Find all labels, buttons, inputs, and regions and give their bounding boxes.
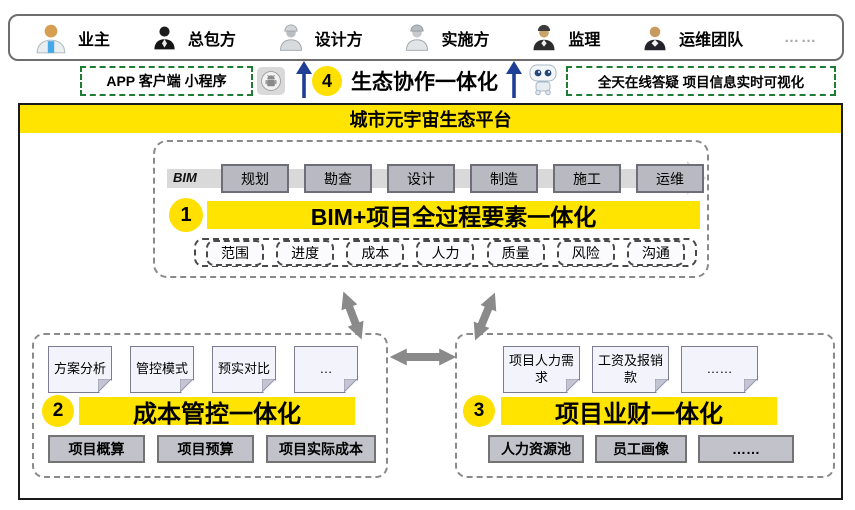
bim-process-section: BIM 规划 勘查 设计 制造 施工 运维 1 BIM+项目全过程要素一体化 范…: [153, 140, 709, 278]
step-badge-1: 1: [169, 198, 203, 232]
business-finance-section: 项目人力需求 工资及报销款 …… 3 项目业财一体化 人力资源池 员工画像 ……: [455, 333, 835, 478]
document-label: …: [319, 361, 333, 377]
finance-docs-row: 项目人力需求 工资及报销款 ……: [503, 346, 758, 393]
stakeholder-implementer: 实施方: [403, 23, 490, 52]
stakeholder-label: 运维团队: [679, 31, 744, 49]
stakeholder-label: 总包方: [187, 31, 236, 49]
element-pill: 成本: [346, 239, 405, 266]
step-badge-2: 2: [42, 395, 74, 427]
cost-control-section: 方案分析 管控模式 预实对比 … 2 成本管控一体化 项目概算 项目预算 项目实…: [32, 333, 388, 478]
step-badge-3: 3: [463, 395, 495, 427]
element-pill: 人力: [416, 239, 475, 266]
element-pill: 进度: [276, 239, 335, 266]
online-support-box: 全天在线答疑 项目信息实时可视化: [566, 66, 836, 96]
cost-section-title: 成本管控一体化: [79, 397, 355, 428]
bim-label: BIM: [173, 170, 197, 185]
phase-box: 运维: [636, 164, 704, 193]
document-card: 管控模式: [130, 346, 194, 393]
stakeholder-owner: 业主: [34, 21, 110, 55]
stakeholder-label: 设计方: [314, 31, 363, 49]
cost-docs-row: 方案分析 管控模式 预实对比 …: [48, 346, 358, 393]
stakeholder-label: 业主: [78, 31, 111, 49]
document-card: 方案分析: [48, 346, 112, 393]
app-android-icon: [257, 67, 285, 95]
designer-person-icon: [279, 23, 302, 51]
up-arrow-icon: [296, 61, 312, 98]
finance-boxes-row: 人力资源池 员工画像 ……: [488, 435, 794, 463]
phase-box: 制造: [470, 164, 538, 193]
folded-corner: [566, 379, 579, 392]
supervisor-person-icon: [533, 24, 555, 50]
document-label: ……: [706, 361, 733, 377]
app-channels-box: APP 客户端 小程序: [80, 66, 253, 96]
folded-corner: [262, 379, 275, 392]
document-card: 预实对比: [212, 346, 276, 393]
document-card: 项目人力需求: [503, 346, 580, 393]
stakeholder-label: 监理: [568, 31, 601, 49]
finance-box: 员工画像: [595, 435, 687, 463]
document-card: ……: [681, 346, 758, 393]
document-label: 方案分析: [53, 361, 106, 377]
up-arrow-icon: [506, 61, 522, 98]
implementer-person-icon: [406, 23, 429, 51]
stakeholder-label: 实施方: [441, 31, 490, 49]
document-label: 工资及报销款: [597, 353, 663, 385]
bim-section-title: BIM+项目全过程要素一体化: [207, 201, 700, 230]
cost-box: 项目预算: [157, 435, 254, 463]
cost-box: 项目实际成本: [266, 435, 376, 463]
element-pill: 风险: [556, 239, 615, 266]
phase-box: 设计: [387, 164, 455, 193]
folded-corner: [344, 379, 357, 392]
general-contractor-person-icon: [154, 26, 175, 50]
platform-title-banner: 城市元宇宙生态平台: [20, 105, 841, 133]
phase-row: 规划 勘查 设计 制造 施工 运维: [221, 164, 704, 193]
document-card: …: [294, 346, 358, 393]
stakeholders-bar: 业主 总包方 设计方 实施方 监理 运维团队 ……: [8, 14, 844, 61]
folded-corner: [98, 379, 111, 392]
phase-box: 施工: [553, 164, 621, 193]
project-elements-container: 范围 进度 成本 人力 质量 风险 沟通: [194, 238, 697, 267]
finance-box: 人力资源池: [488, 435, 584, 463]
folded-corner: [744, 379, 757, 392]
finance-section-title: 项目业财一体化: [501, 397, 777, 428]
document-label: 项目人力需求: [508, 353, 574, 385]
document-card: 工资及报销款: [592, 346, 669, 393]
cost-box: 项目概算: [48, 435, 145, 463]
element-pill: 范围: [206, 239, 264, 266]
element-pill: 质量: [486, 239, 545, 266]
folded-corner: [655, 379, 668, 392]
step-badge-4: 4: [312, 66, 342, 96]
cost-boxes-row: 项目概算 项目预算 项目实际成本: [48, 435, 376, 463]
collab-title: 生态协作一体化: [351, 71, 498, 94]
finance-box: ……: [698, 435, 794, 463]
folded-corner: [180, 379, 193, 392]
robot-assistant-icon: [526, 62, 560, 96]
document-label: 管控模式: [135, 361, 188, 377]
phase-box: 勘查: [304, 164, 372, 193]
document-label: 预实对比: [217, 361, 270, 377]
more-stakeholders-dots: ……: [783, 29, 818, 46]
phase-box: 规划: [221, 164, 289, 193]
stakeholder-designer: 设计方: [277, 23, 363, 52]
owner-person-icon: [36, 24, 66, 53]
operations-team-person-icon: [644, 26, 666, 50]
stakeholder-supervisor: 监理: [530, 24, 600, 52]
stakeholder-general-contractor: 总包方: [151, 24, 236, 51]
element-pill: 沟通: [626, 239, 685, 266]
stakeholder-operations-team: 运维团队: [641, 24, 743, 52]
